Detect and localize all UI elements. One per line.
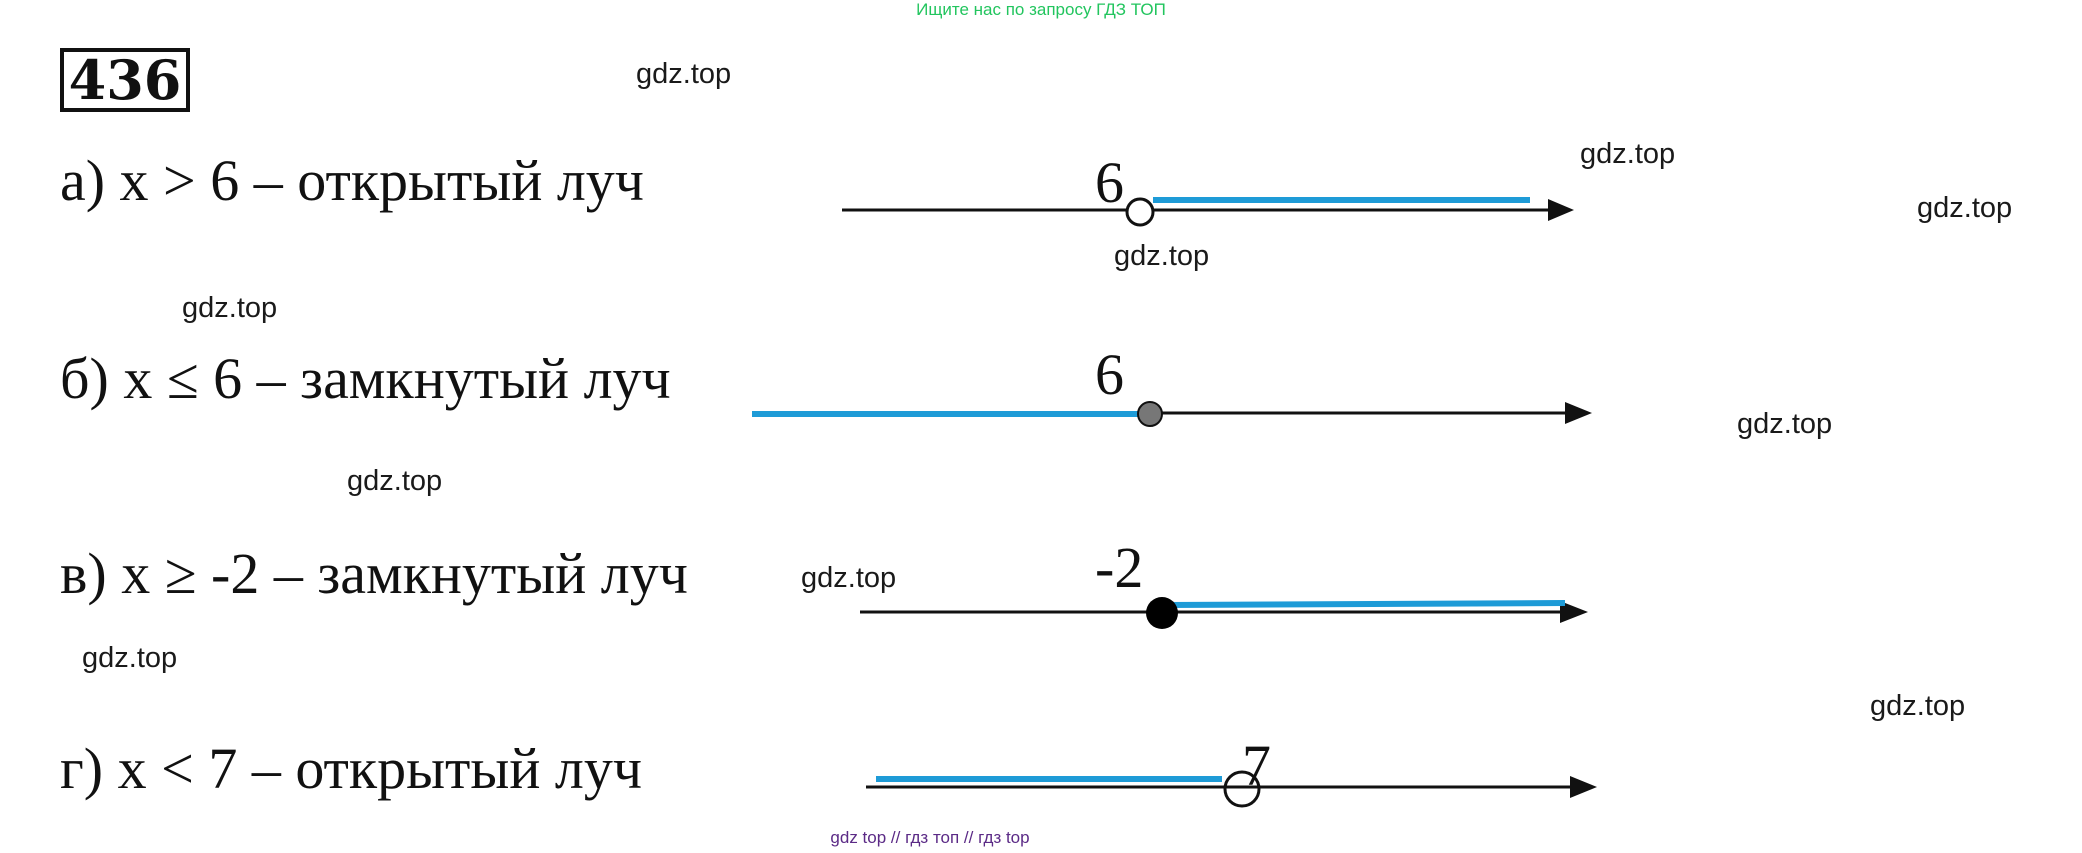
- closed-point-b: [1137, 401, 1163, 427]
- watermark-8: gdz.top: [801, 562, 897, 594]
- arrowhead-a: [1548, 199, 1574, 221]
- point-label-a: 6: [1095, 150, 1124, 215]
- point-label-d: 7: [1242, 733, 1271, 798]
- item-d-label: г) x < 7 – открытый луч: [60, 736, 643, 801]
- arrowhead-c: [1560, 601, 1588, 623]
- watermark-3: gdz.top: [1917, 192, 2013, 224]
- number-line-d: 7: [866, 733, 1597, 808]
- arrowhead-b: [1565, 402, 1592, 424]
- watermark-10: gdz.top: [1870, 690, 1966, 722]
- number-line-c: -2: [860, 535, 1588, 629]
- watermark-7: gdz.top: [347, 465, 443, 497]
- footer-text: gdz top // гдз топ // гдз top: [830, 828, 1030, 847]
- closed-point-c: [1146, 597, 1178, 629]
- watermark-4: gdz.top: [1114, 240, 1210, 272]
- top-banner: Ищите нас по запросу ГДЗ ТОП: [916, 0, 1166, 19]
- arrowhead-d: [1570, 776, 1597, 798]
- item-c-label: в) x ≥ -2 – замкнутый луч: [60, 541, 688, 606]
- shaded-ray-c: [1167, 600, 1566, 608]
- point-label-c: -2: [1095, 535, 1143, 600]
- open-point-d: [1223, 770, 1261, 808]
- number-line-a: 6: [842, 150, 1574, 227]
- watermark-1: gdz.top: [636, 58, 732, 90]
- open-point-a: [1125, 197, 1155, 227]
- watermark-9: gdz.top: [82, 642, 178, 674]
- number-line-b: 6: [752, 342, 1592, 427]
- watermark-6: gdz.top: [1737, 408, 1833, 440]
- item-b-label: б) x ≤ 6 – замкнутый луч: [60, 346, 671, 411]
- watermark-5: gdz.top: [182, 292, 278, 324]
- item-a-label: а) x > 6 – открытый луч: [60, 148, 644, 213]
- problem-number: 436: [68, 48, 182, 112]
- watermark-2: gdz.top: [1580, 138, 1676, 170]
- point-label-b: 6: [1095, 342, 1124, 407]
- problem-number-box: 436: [60, 48, 190, 112]
